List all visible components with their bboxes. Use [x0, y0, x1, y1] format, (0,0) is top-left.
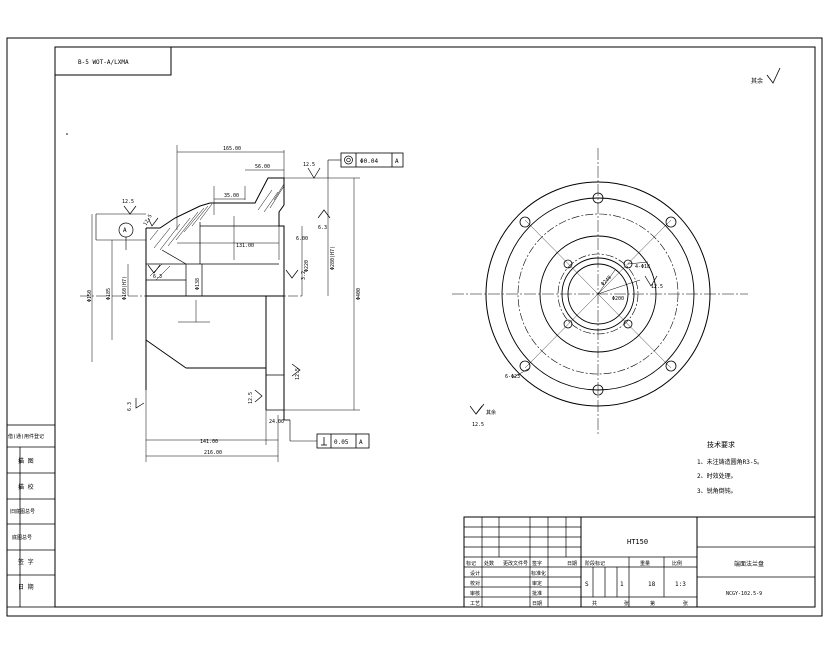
bolt-note: 6-Φ23 — [505, 374, 520, 380]
dim-141: 141.00 — [200, 439, 218, 445]
surface-note-label: 其余 — [751, 77, 763, 85]
count-value: 1 — [620, 581, 624, 588]
outer-border — [6, 37, 823, 617]
inner-frame — [54, 46, 816, 608]
strip-label-1: 借(通)用件登记 — [8, 433, 44, 440]
strip-label-3: 描 校 — [18, 483, 34, 491]
dim-131: 131.00 — [236, 243, 254, 249]
roughness-r4: 12.5 — [303, 162, 315, 168]
dim-phi400: Φ400 — [356, 288, 362, 300]
gdt-concentric-datum: A — [395, 158, 399, 165]
dim-phi160: Φ160(H7) — [122, 276, 128, 300]
roughness-r7: 6.3 — [127, 402, 133, 411]
hdr-change-doc: 更改文件号 — [503, 560, 528, 567]
gdt-perp-value: 0.05 — [334, 439, 349, 446]
section-hatch — [149, 183, 285, 281]
pcd-label-2: Φ200 — [612, 296, 624, 302]
roughness-legend: 12.5 其余 — [469, 403, 496, 428]
dim-phi280: Φ280(H7) — [330, 246, 336, 270]
title-block — [463, 516, 816, 608]
gdt-concentricity: Φ0.04 A — [327, 152, 404, 178]
tech-item-2: 2、时效处理。 — [697, 472, 737, 480]
datum-a-label: A — [123, 227, 127, 234]
section-view-dims: 165.00 56.00 35.00 131.00 6.00 141.00 21… — [87, 146, 362, 456]
roughness-r1: 12.5 — [122, 199, 134, 205]
gdt-concentric-value: Φ0.04 — [360, 158, 378, 165]
roughness-r2: 12.5 — [143, 214, 154, 227]
dim-35: 35.00 — [224, 193, 239, 199]
left-strip-labels: 借(通)用件登记 描 图 描 校 旧底图总号 底图总号 签 字 日 期 — [8, 433, 44, 591]
drawing-number: NCGY-102.5-9 — [726, 591, 762, 597]
title-block-text: HT150 端面法兰盘 NCGY-102.5-9 标记 处数 更改文件号 签字 … — [466, 538, 764, 607]
dim-phi185: Φ185 — [106, 288, 112, 300]
section-view — [80, 145, 360, 462]
role-review: 审核 — [470, 590, 480, 597]
bolt-holes — [519, 192, 677, 396]
sheet-unit-label: 张 — [624, 600, 629, 607]
inner-holes — [563, 259, 633, 329]
roughness-r3: 6.3 — [153, 274, 162, 280]
code-box-text: B-5 WOT-A/LXMA — [78, 59, 129, 66]
weight-value: 18 — [648, 581, 656, 588]
dim-phi150: Φ150 — [87, 290, 93, 302]
scale-value: 1:3 — [675, 581, 686, 588]
part-name: 端面法兰盘 — [734, 560, 764, 568]
hdr-mark: 标记 — [466, 560, 476, 567]
dim-216: 216.00 — [204, 450, 222, 456]
strip-label-2: 描 图 — [18, 457, 34, 465]
dim-phi138: Φ138 — [195, 278, 201, 290]
dim-phi220: Φ220 — [304, 260, 310, 272]
role-approve: 审定 — [532, 580, 542, 587]
surface-note: 其余 — [751, 67, 781, 85]
sheet-total-label: 共 — [592, 600, 597, 607]
hdr-sign: 签字 — [532, 560, 542, 567]
sheet-no-label: 第 — [650, 600, 655, 607]
strip-label-6: 签 字 — [18, 558, 34, 566]
code-box: B-5 WOT-A/LXMA — [54, 46, 172, 76]
dim-56: 56.00 — [255, 164, 270, 170]
section-roughness: 12.5 12.5 6.3 12.5 6.3 3.2 6.3 12.5 12.5 — [122, 162, 331, 411]
role-design: 设计 — [470, 570, 480, 577]
roughness-r5: 6.3 — [318, 225, 327, 231]
col-scale: 比例 — [672, 560, 682, 567]
left-strip — [6, 424, 56, 608]
roughness-r9: 12.5 — [248, 392, 254, 404]
dim-165: 165.00 — [223, 146, 241, 152]
dim-6: 6.00 — [296, 236, 308, 242]
role-ratify: 批准 — [532, 590, 542, 597]
dim-24: 24.00 — [269, 419, 284, 425]
strip-label-7: 日 期 — [18, 583, 34, 591]
plan-view — [452, 148, 748, 436]
role-check: 校对 — [470, 580, 480, 587]
hdr-date: 日期 — [567, 561, 577, 567]
tech-title: 技术要求 — [707, 440, 735, 449]
outer-circle — [485, 181, 711, 407]
plan-roughness: 12.5 — [651, 284, 663, 290]
roughness-symbol-icon — [766, 67, 781, 84]
stage-value: S — [585, 581, 589, 588]
sheet-unit-label-2: 张 — [683, 600, 688, 607]
tech-item-3: 3、锐角倒钝。 — [697, 487, 737, 495]
strip-label-5: 底图总号 — [12, 534, 32, 541]
role-date: 日期 — [532, 601, 542, 607]
roughness-r8: 12.5 — [295, 368, 301, 380]
hdr-count: 处数 — [484, 560, 494, 567]
tech-item-1: 1、未注铸造圆角R3-5。 — [697, 458, 763, 466]
col-stage: 阶段标记 — [585, 560, 605, 567]
legend-text: 其余 — [486, 409, 496, 416]
roughness-r6: 3.2 — [301, 271, 307, 280]
legend-value: 12.5 — [472, 422, 484, 428]
concentricity-icon — [344, 155, 353, 165]
tech-requirements: 技术要求 1、未注铸造圆角R3-5。 2、时效处理。 3、锐角倒钝。 — [697, 440, 763, 495]
gdt-perpendicularity: 0.05 A — [289, 420, 370, 449]
role-process: 工艺 — [470, 601, 480, 607]
hole-note: 4-Φ18 — [635, 264, 650, 270]
material: HT150 — [627, 538, 648, 546]
strip-label-4: 旧底图总号 — [10, 508, 35, 515]
gdt-perp-datum: A — [359, 439, 363, 446]
role-standard: 标准化 — [531, 570, 546, 577]
col-weight: 重量 — [640, 560, 650, 567]
